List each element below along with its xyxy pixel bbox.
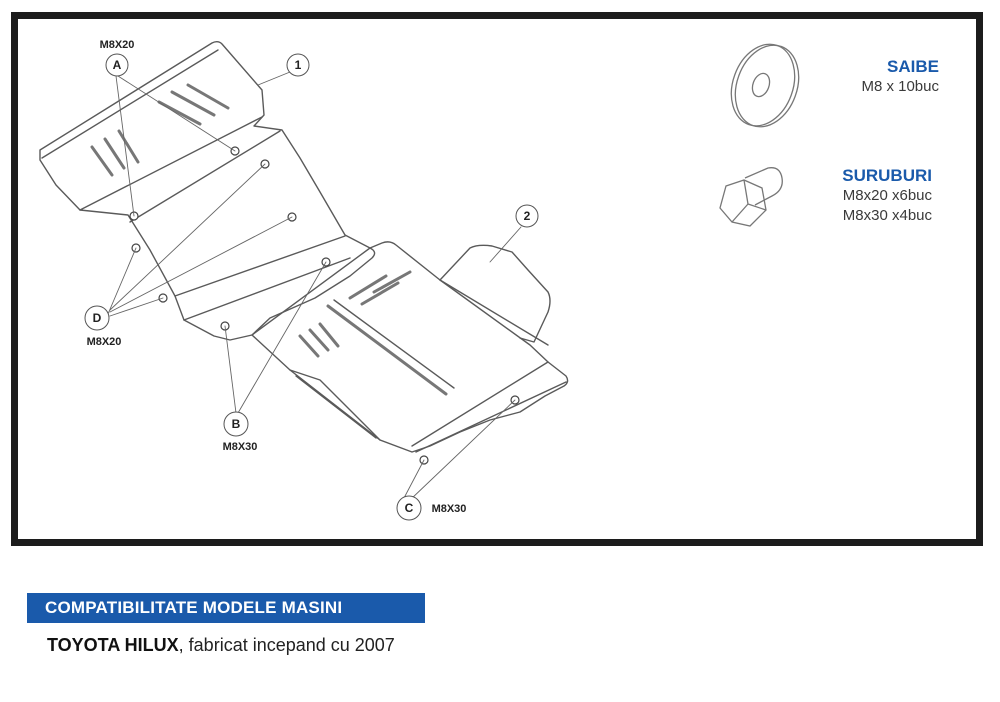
callout-part-1: 1 <box>286 53 310 77</box>
svg-text:A: A <box>113 58 122 72</box>
callout-A: A M8X20 <box>100 39 135 77</box>
callout-part-2: 2 <box>515 204 539 228</box>
callout-C: C M8X30 <box>396 495 467 521</box>
callout-D: D M8X20 <box>84 305 122 348</box>
bolts-title: SURUBURI <box>842 166 932 185</box>
car-model: TOYOTA HILUX <box>47 635 179 655</box>
compatibility-line: TOYOTA HILUX, fabricat incepand cu 2007 <box>47 635 395 656</box>
main-rear-plate <box>251 241 569 453</box>
part-1-front-plate <box>39 41 376 341</box>
washers-title: SAIBE <box>887 57 939 76</box>
washer-icon <box>730 43 800 128</box>
svg-text:M8X30: M8X30 <box>432 503 467 515</box>
svg-text:M8X30: M8X30 <box>223 441 258 453</box>
svg-text:D: D <box>93 311 102 325</box>
svg-text:M8X20: M8X20 <box>87 336 122 348</box>
part-2-bracket <box>439 244 551 346</box>
svg-text:C: C <box>405 501 414 515</box>
model-details: , fabricat incepand cu 2007 <box>178 635 395 655</box>
svg-text:2: 2 <box>524 209 531 223</box>
bolt-icon <box>719 167 783 227</box>
washers-qty: M8 x 10buc <box>861 78 939 95</box>
svg-text:B: B <box>232 417 241 431</box>
bolts-qty-m8x30: M8x30 x4buc <box>842 207 932 224</box>
leader-lines <box>107 71 522 501</box>
skid-plate-diagram: A M8X20 1 2 D M8X20 B M8X30 C M8X30 <box>39 39 800 521</box>
callout-B: B M8X30 <box>223 411 258 453</box>
svg-text:M8X20: M8X20 <box>100 39 135 51</box>
bolts-qty-m8x20: M8x20 x6buc <box>842 187 932 204</box>
compatibility-heading: COMPATIBILITATE MODELE MASINI <box>27 593 425 623</box>
svg-text:1: 1 <box>295 58 302 72</box>
